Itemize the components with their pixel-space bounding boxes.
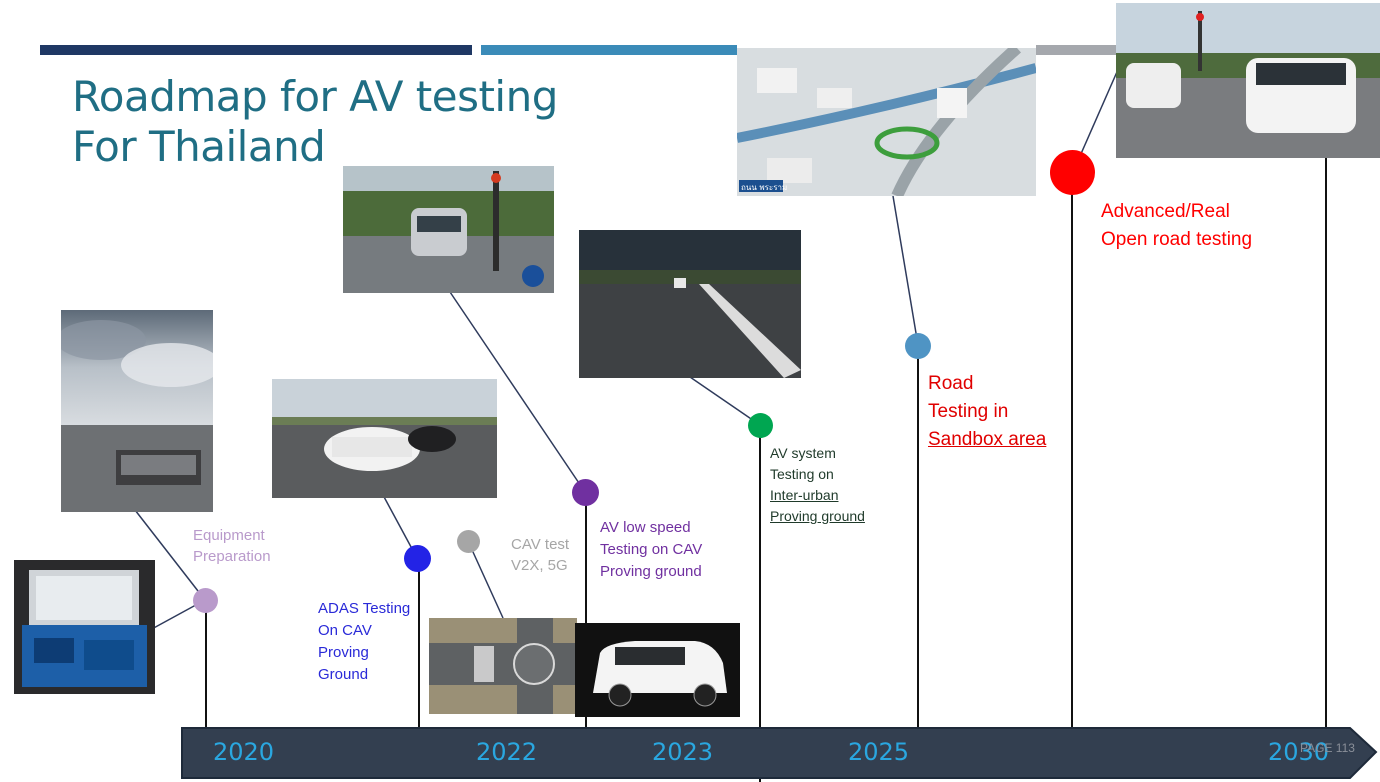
photo-equipment-case xyxy=(14,560,155,694)
map-caption: ถนน พระราม xyxy=(741,183,787,192)
milestone-dot-low-speed xyxy=(572,479,599,506)
stem-open-road xyxy=(1071,172,1073,775)
stem-adas xyxy=(418,558,420,776)
milestone-label-adas: ADAS Testing On CAV Proving Ground xyxy=(318,600,411,683)
stem-2020 xyxy=(205,600,207,775)
milestone-label-equipment: Equipment Preparation xyxy=(193,527,271,565)
stem-2030 xyxy=(1325,155,1327,775)
milestone-dot-inter-urban xyxy=(748,413,773,438)
milestone-label-v2x: CAV test V2X, 5G xyxy=(511,536,570,574)
title-line-2: For Thailand xyxy=(72,122,326,171)
year-2030: 2030 xyxy=(1268,738,1330,766)
year-2023: 2023 xyxy=(652,738,714,766)
milestone-label-low-speed: AV low speed Testing on CAV Proving grou… xyxy=(600,519,703,580)
header-band-navy xyxy=(40,45,472,55)
header-band-gray xyxy=(1036,45,1116,55)
photo-v2x-intersection xyxy=(429,618,577,714)
year-2022: 2022 xyxy=(476,738,538,766)
year-2025: 2025 xyxy=(848,738,910,766)
timeline-arrow xyxy=(181,727,1378,779)
milestone-dot-equipment xyxy=(193,588,218,613)
photo-white-van xyxy=(575,623,740,717)
milestone-label-inter-urban: AV system Testing on Inter-urban Proving… xyxy=(770,445,865,524)
photo-sandbox-city: ถนน พระราม xyxy=(737,48,1036,196)
milestone-label-open-road: Advanced/Real Open road testing xyxy=(1101,201,1253,250)
photo-open-road xyxy=(1116,3,1380,158)
milestone-dot-v2x xyxy=(457,530,480,553)
page-title: Roadmap for AV testing For Thailand xyxy=(72,72,558,172)
milestone-dot-adas xyxy=(404,545,431,572)
photo-adas-cars xyxy=(272,379,497,498)
milestone-dot-sandbox xyxy=(905,333,931,359)
stem-inter-urban xyxy=(759,425,761,782)
year-2020: 2020 xyxy=(213,738,275,766)
page-number: PAGE 113 xyxy=(1300,741,1355,755)
milestone-dot-open-road xyxy=(1050,150,1095,195)
photo-low-speed-shuttle xyxy=(343,166,554,293)
photo-equipment-robot xyxy=(61,310,213,512)
stem-sandbox xyxy=(917,345,919,775)
photo-inter-urban-road xyxy=(579,230,801,378)
title-line-1: Roadmap for AV testing xyxy=(72,72,558,121)
header-band-blue xyxy=(481,45,737,55)
milestone-label-sandbox: Road Testing in Sandbox area xyxy=(928,373,1047,450)
